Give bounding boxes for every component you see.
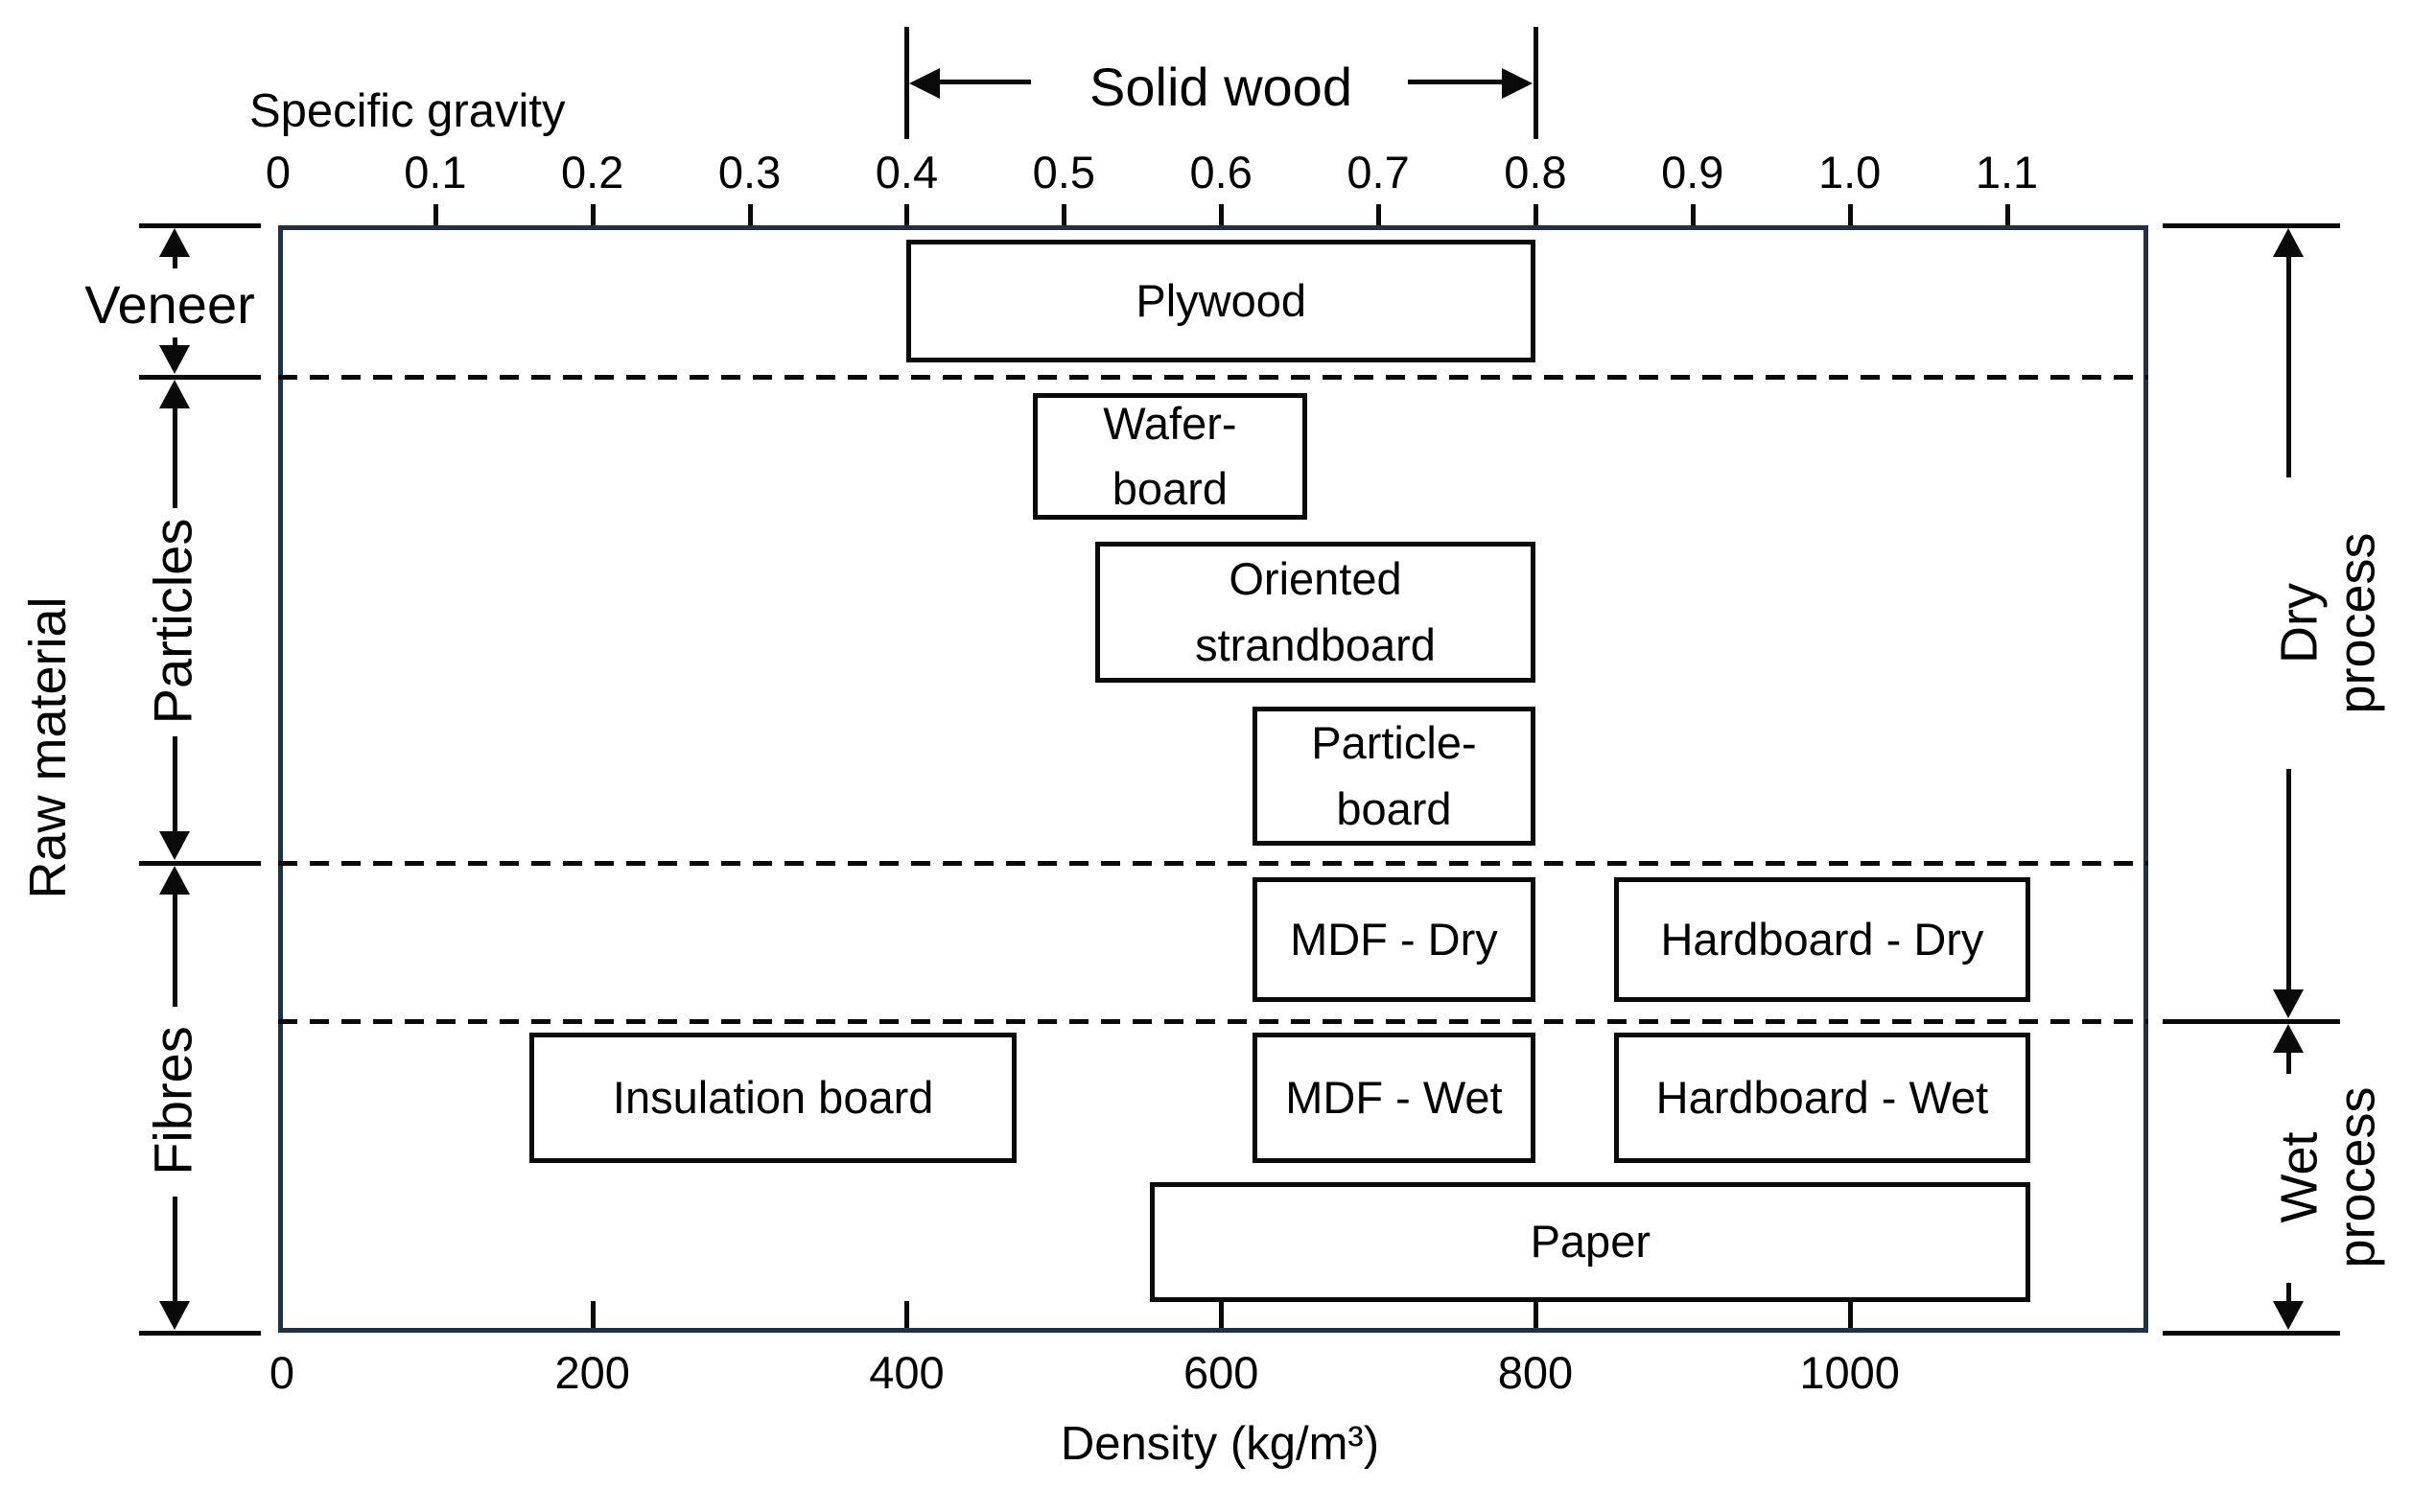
- band-separator-dashed-line: [278, 375, 2148, 380]
- product-box-plywood: Plywood: [906, 240, 1535, 362]
- product-box-particleboard: Particle- board: [1252, 707, 1535, 846]
- band-label-fibres: Fibres: [142, 1026, 203, 1175]
- top-axis-tick-label: 0.2: [561, 147, 624, 198]
- top-axis-tick-label: 0.6: [1189, 147, 1253, 198]
- left-axis-title: Raw material: [19, 596, 77, 899]
- arrowhead-down-icon-wet-process: [2273, 1301, 2304, 1330]
- top-axis-tick: [1062, 204, 1067, 225]
- arrow-shaft-fibres: [173, 1197, 177, 1306]
- bottom-axis-tick-label: 1000: [1799, 1347, 1900, 1398]
- product-box-oriented-strandboard: Oriented strandboard: [1095, 542, 1535, 683]
- product-box-hardboard-wet: Hardboard - Wet: [1613, 1033, 2031, 1163]
- right-boundary-tick: [2163, 223, 2340, 228]
- top-axis-tick: [433, 204, 438, 225]
- plot-frame: [278, 225, 2148, 1333]
- left-boundary-tick: [139, 1331, 261, 1336]
- band-label-particles: Particles: [142, 518, 203, 725]
- arrow-shaft-wet-process: [2286, 1048, 2291, 1074]
- arrowhead-left-icon-solid-wood: [909, 68, 941, 99]
- top-axis-tick-label: 0.3: [717, 147, 782, 198]
- arrowhead-down-icon-fibres: [159, 1301, 190, 1330]
- top-axis-tick-label: 0: [265, 147, 292, 198]
- bottom-axis-tick-label: 800: [1497, 1347, 1574, 1398]
- arrow-shaft-particles: [173, 404, 177, 508]
- top-axis-tick: [1533, 204, 1538, 225]
- arrow-shaft-dry-process: [2286, 252, 2291, 477]
- band-label-wet-process: Wet process: [2270, 1086, 2386, 1268]
- bottom-axis-title: Density (kg/m³): [1060, 1418, 1380, 1470]
- left-boundary-tick: [139, 223, 261, 228]
- arrow-shaft-veneer: [173, 252, 177, 268]
- top-axis-tick-label: 1.0: [1817, 147, 1882, 198]
- top-axis-tick-label: 0.1: [404, 147, 467, 198]
- top-axis-tick: [1219, 204, 1225, 225]
- bottom-axis-tick-label: 0: [269, 1347, 295, 1398]
- bottom-axis-tick: [590, 1301, 596, 1328]
- band-label-dry-process: Dry process: [2270, 532, 2386, 714]
- bottom-axis-tick: [1533, 1301, 1538, 1328]
- right-boundary-tick: [2163, 1331, 2340, 1336]
- top-axis-tick: [747, 204, 753, 225]
- product-box-waferboard: Wafer- board: [1032, 393, 1308, 520]
- product-box-hardboard-dry: Hardboard - Dry: [1613, 877, 2031, 1002]
- solid-wood-right-bar: [1533, 27, 1538, 139]
- product-box-mdf-dry: MDF - Dry: [1252, 877, 1535, 1002]
- arrow-shaft-fibres: [173, 890, 177, 1007]
- bottom-axis-tick: [904, 1301, 910, 1328]
- top-axis-tick: [1847, 204, 1853, 225]
- band-separator-dashed-line: [278, 1019, 2148, 1024]
- top-axis-tick: [590, 204, 596, 225]
- top-axis-tick-label: 0.9: [1661, 147, 1724, 198]
- bottom-axis-tick-label: 400: [869, 1347, 945, 1398]
- solid-wood-left-bar: [904, 27, 910, 139]
- top-axis-tick: [2004, 204, 2010, 225]
- bottom-axis-tick-label: 600: [1183, 1347, 1259, 1398]
- arrowhead-right-icon-solid-wood: [1501, 68, 1533, 99]
- top-axis-tick: [1376, 204, 1382, 225]
- bottom-axis-tick: [1847, 1301, 1853, 1328]
- top-axis-tick-label: 1.1: [1975, 147, 2039, 198]
- arrow-shaft-veneer: [173, 337, 177, 350]
- left-boundary-tick: [139, 375, 261, 380]
- solid-wood-arrow-shaft: [935, 80, 1031, 84]
- arrowhead-down-icon-veneer: [159, 345, 190, 374]
- arrow-shaft-particles: [173, 736, 177, 836]
- right-boundary-tick: [2163, 1019, 2340, 1024]
- top-axis-tick-label: 0.7: [1347, 147, 1410, 198]
- top-axis-tick-label: 0.5: [1032, 147, 1095, 198]
- arrow-shaft-wet-process: [2286, 1283, 2291, 1306]
- product-box-insulation-board: Insulation board: [529, 1033, 1018, 1163]
- bottom-axis-tick: [1219, 1301, 1225, 1328]
- arrow-shaft-dry-process: [2286, 769, 2291, 994]
- solid-wood-arrow-shaft: [1408, 80, 1507, 84]
- top-axis-tick: [1690, 204, 1696, 225]
- left-boundary-tick: [139, 861, 261, 866]
- top-axis-title: Specific gravity: [249, 85, 566, 137]
- arrowhead-down-icon-dry-process: [2273, 989, 2304, 1018]
- product-box-paper: Paper: [1150, 1182, 2031, 1302]
- bottom-axis-tick-label: 200: [554, 1347, 630, 1398]
- product-box-mdf-wet: MDF - Wet: [1252, 1033, 1535, 1163]
- solid-wood-label: Solid wood: [1089, 57, 1352, 117]
- band-separator-dashed-line: [278, 861, 2148, 866]
- arrowhead-down-icon-particles: [159, 831, 190, 860]
- top-axis-tick: [904, 204, 910, 225]
- band-label-veneer: Veneer: [84, 274, 255, 335]
- top-axis-tick-label: 0.8: [1504, 147, 1567, 198]
- top-axis-tick-label: 0.4: [875, 147, 939, 198]
